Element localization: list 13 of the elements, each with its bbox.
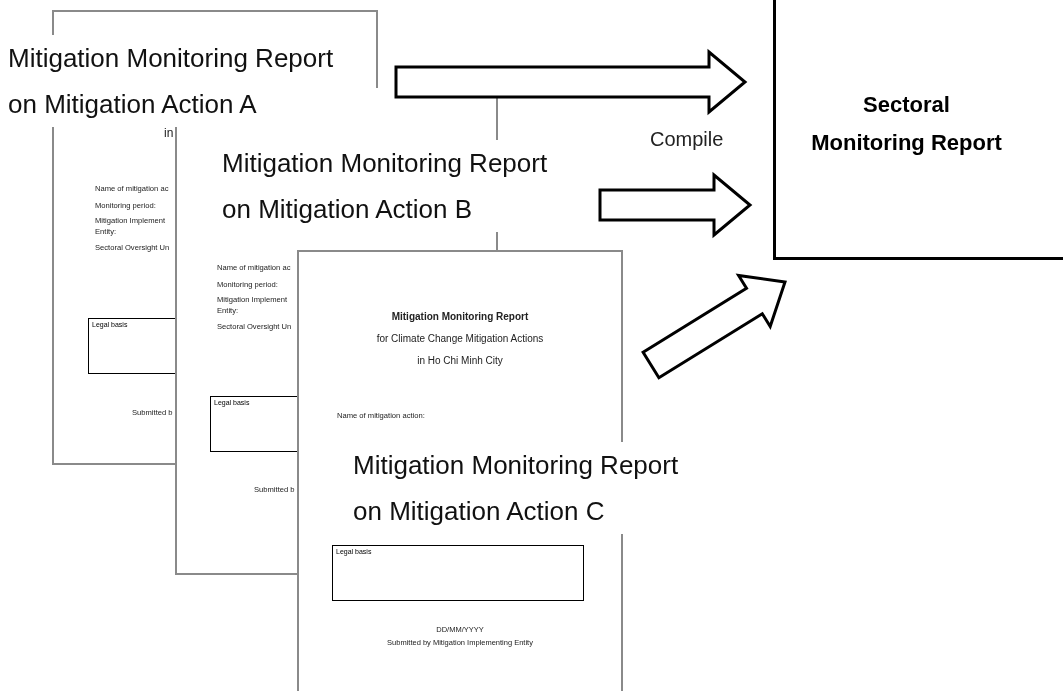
compile-label: Compile <box>650 128 724 151</box>
block-arrow <box>641 273 787 380</box>
document-text: in Ho Chi Minh City <box>416 355 504 366</box>
report-title: Sectoral Monitoring Report <box>810 91 1003 157</box>
legal-basis-box <box>210 396 297 452</box>
block-arrow <box>394 48 748 116</box>
legal-basis-box <box>88 318 175 374</box>
block-arrow <box>598 171 753 239</box>
legal-basis-box <box>332 545 584 601</box>
document-text: for Climate Change Mitigation Actions <box>375 333 545 344</box>
document-text: Mitigation Monitoring Report <box>390 311 530 322</box>
document-text: in <box>164 126 174 140</box>
report-box <box>773 0 1063 260</box>
